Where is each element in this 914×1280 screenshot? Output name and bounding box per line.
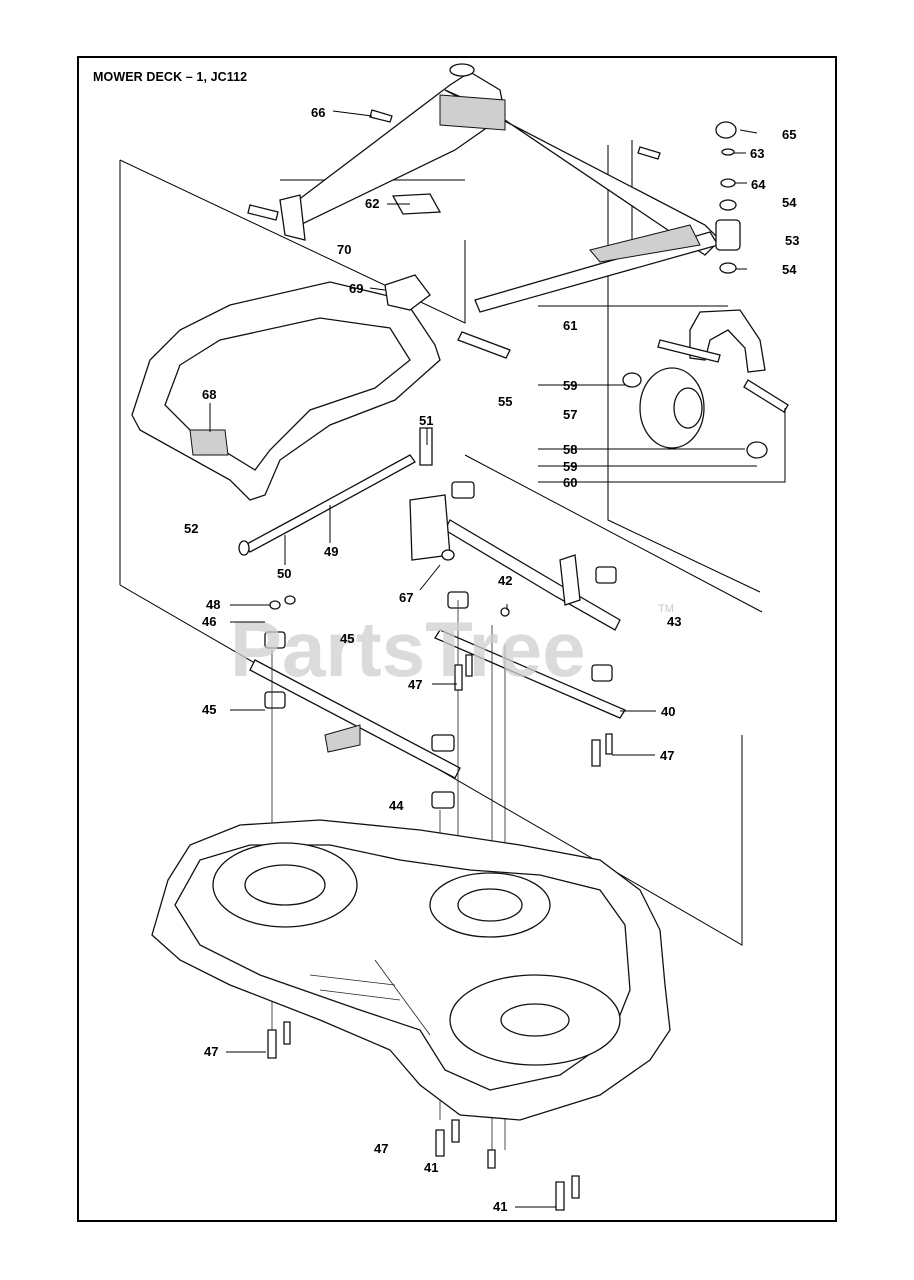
callout-65: 65 [782,127,796,142]
callout-60: 60 [563,475,577,490]
lift-linkage [238,427,433,556]
callout-47-center: 47 [408,677,422,692]
callout-47-bottom: 47 [374,1141,388,1156]
parts-tree-watermark: PartsTree TM [230,603,674,693]
callout-43: 43 [667,614,681,629]
callout-47-right: 47 [660,748,674,763]
callout-45-lower: 45 [202,702,216,717]
callout-57: 57 [563,407,577,422]
callout-55: 55 [498,394,512,409]
callout-46: 46 [202,614,216,629]
deck-support-frame [131,274,511,501]
callout-45-upper: 45 [340,631,354,646]
callout-41-lower: 41 [493,1199,507,1214]
callout-48: 48 [206,597,220,612]
callout-64: 64 [751,177,766,192]
lift-frame-assembly [247,63,721,313]
callout-50: 50 [277,566,291,581]
callout-61: 61 [563,318,577,333]
callout-66: 66 [311,105,325,120]
wheel-assembly [622,121,789,459]
fasteners [267,654,613,1211]
callout-42: 42 [498,573,512,588]
callout-62: 62 [365,196,379,211]
callout-58: 58 [563,442,577,457]
callout-63: 63 [750,146,764,161]
callout-47-left: 47 [204,1044,218,1059]
callout-49: 49 [324,544,338,559]
callout-70: 70 [337,242,351,257]
callout-41-upper: 41 [424,1160,438,1175]
part-callouts: 66 62 70 69 68 52 51 49 50 67 65 63 64 5… [184,105,799,1214]
callout-54-upper: 54 [782,195,797,210]
mower-deck [151,819,671,1121]
leader-lines [209,110,786,1208]
callout-51: 51 [419,413,433,428]
callout-52: 52 [184,521,198,536]
callout-44: 44 [389,798,404,813]
watermark-trademark: TM [658,603,674,615]
watermark-text: PartsTree [230,605,586,693]
callout-68: 68 [202,387,216,402]
callout-54-lower: 54 [782,262,797,277]
callout-40: 40 [661,704,675,719]
callout-53: 53 [785,233,799,248]
callout-59-lower: 59 [563,459,577,474]
diagram-title: MOWER DECK – 1, JC112 [93,70,248,84]
callout-69: 69 [349,281,363,296]
callout-67: 67 [399,590,413,605]
callout-59-upper: 59 [563,378,577,393]
